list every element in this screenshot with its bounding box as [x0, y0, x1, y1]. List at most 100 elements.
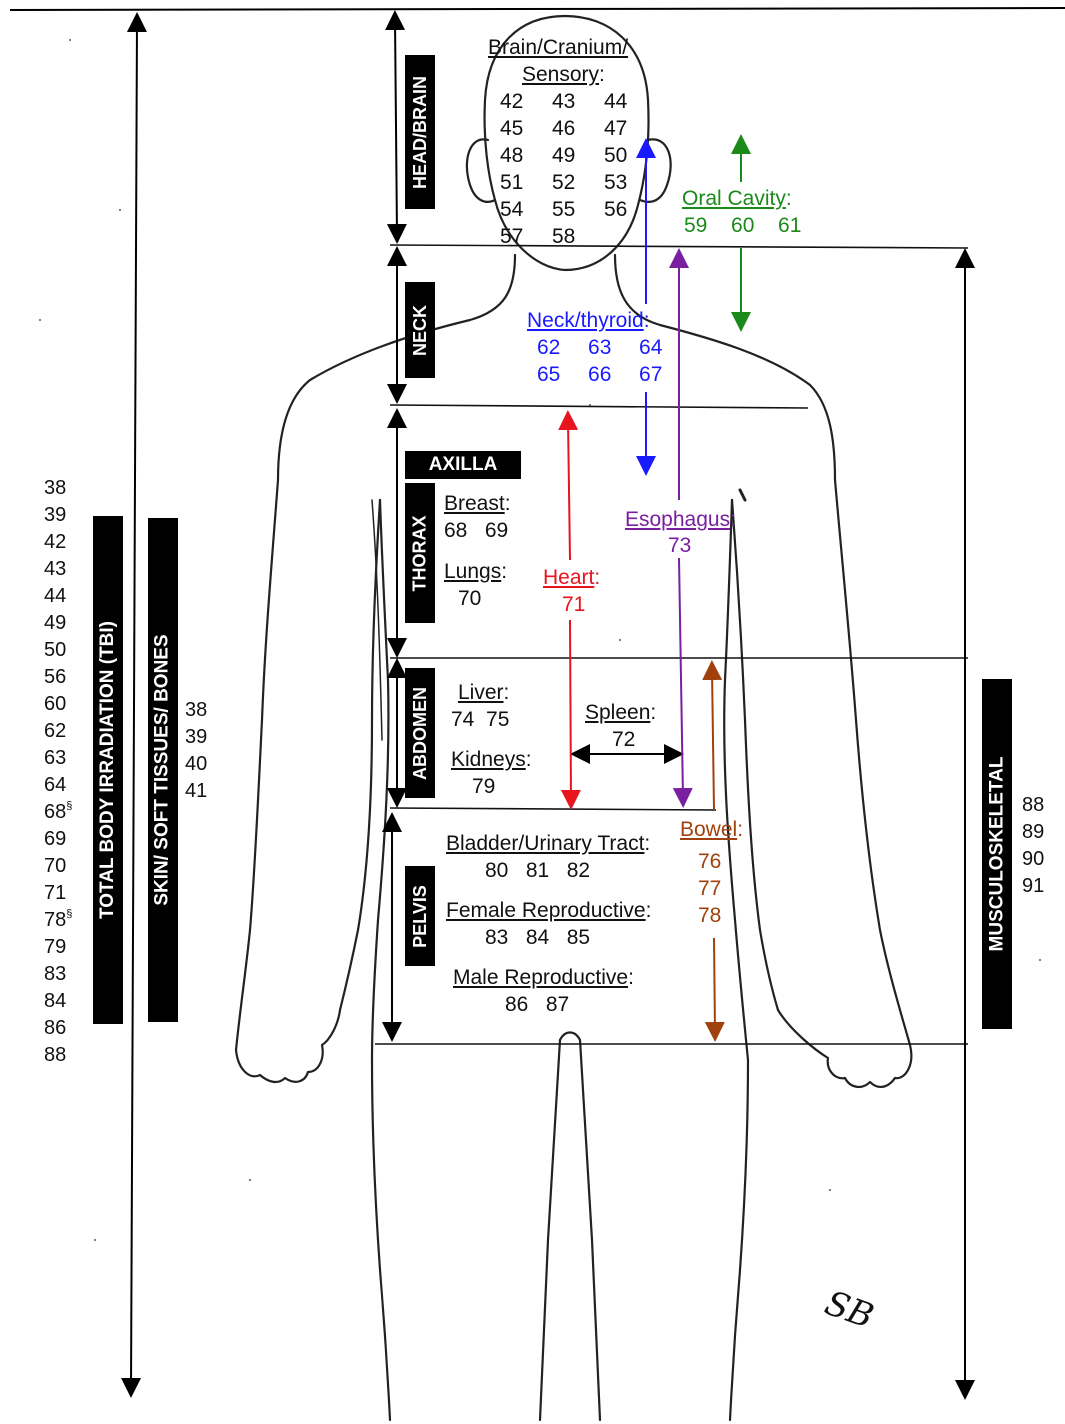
heart-label: Heart: — [543, 566, 601, 589]
kidneys-label: Kidneys: — [451, 748, 532, 771]
tbi-code: 69 — [44, 828, 67, 850]
musculo-code: 89 — [1022, 821, 1045, 843]
tbi-code: 49 — [44, 612, 67, 634]
bowel-label: Bowel: — [680, 818, 744, 841]
oral-cavity-label: Oral Cavity: — [682, 187, 792, 210]
brain-code: 49 — [552, 144, 576, 167]
musculo-code: 90 — [1022, 848, 1045, 870]
bladder-label: Bladder/Urinary Tract: — [446, 832, 651, 855]
head-brain-bar: HEAD/BRAIN — [405, 55, 435, 209]
tbi-code: 86 — [44, 1017, 67, 1039]
brain-code: 57 — [500, 225, 524, 248]
female-reproductive-codes: 83 84 85 — [485, 926, 591, 949]
brain-code: 43 — [552, 90, 576, 113]
tbi-code: 39 — [44, 504, 67, 526]
abdomen-bar: ABDOMEN — [405, 668, 435, 798]
brain-code: 42 — [500, 90, 524, 113]
tbi-code: 63 — [44, 747, 67, 769]
breast-label: Breast: — [444, 492, 511, 515]
liver-codes: 74 75 — [451, 708, 510, 731]
skin-codes: 38 39 40 41 — [185, 697, 207, 805]
musculo-code: 88 — [1022, 794, 1045, 816]
tbi-code: 56 — [44, 666, 67, 688]
region-dividers — [375, 244, 969, 1045]
bowel-codes: 76 77 78 — [698, 848, 721, 929]
lungs-label: Lungs: — [444, 560, 508, 583]
spleen-label: Spleen: — [585, 701, 657, 724]
tbi-code: 62 — [44, 720, 67, 742]
male-reproductive-codes: 86 87 — [505, 993, 570, 1016]
bowel-code: 76 — [698, 850, 722, 873]
heart-codes: 71 — [562, 593, 586, 616]
bladder-codes: 80 81 82 — [485, 859, 591, 882]
tbi-code: 71 — [44, 882, 67, 904]
brain-code: 53 — [604, 171, 628, 194]
oral-cavity-codes: 59 60 61 — [684, 214, 802, 237]
pelvis-bar: PELVIS — [405, 866, 435, 966]
liver-label: Liver: — [458, 681, 510, 704]
top-border-line — [9, 7, 1065, 11]
tbi-code: 64 — [44, 774, 67, 796]
tbi-code: 83 — [44, 963, 67, 985]
tbi-code: 68§ — [44, 800, 73, 823]
lungs-codes: 70 — [458, 587, 482, 610]
neck-thyroid-codes-row1: 62 63 64 — [537, 336, 663, 359]
spleen-codes: 72 — [612, 728, 636, 751]
skin-code: 39 — [185, 726, 208, 748]
organ-arrows — [558, 134, 751, 1042]
tbi-bar: TOTAL BODY IRRADIATION (TBI) — [93, 516, 123, 1024]
skin-bar: SKIN/ SOFT TISSUES/ BONES — [148, 518, 178, 1022]
tbi-code: 43 — [44, 558, 67, 580]
musculoskeletal-bar: MUSCULOSKELETAL — [982, 679, 1012, 1029]
brain-code: 45 — [500, 117, 524, 140]
brain-code: 44 — [604, 90, 628, 113]
brain-code: 55 — [552, 198, 576, 221]
skin-code: 41 — [185, 780, 208, 802]
kidneys-codes: 79 — [472, 775, 496, 798]
neck-thyroid-label: Neck/thyroid: — [527, 309, 650, 332]
tbi-code: 50 — [44, 639, 67, 661]
scan-noise — [39, 39, 1041, 1241]
tbi-code: 78§ — [44, 908, 73, 931]
brain-code: 51 — [500, 171, 524, 194]
region-arrows — [121, 10, 975, 1400]
bowel-code: 77 — [698, 877, 722, 900]
musculoskeletal-codes: 88 89 90 91 — [1022, 792, 1044, 900]
body-silhouette — [234, 14, 913, 1422]
tbi-code: 44 — [44, 585, 67, 607]
brain-code: 47 — [604, 117, 628, 140]
brain-code: 56 — [604, 198, 628, 221]
section-mark: § — [66, 800, 73, 812]
section-mark: § — [66, 908, 73, 920]
brain-label: Brain/Cranium/ — [488, 36, 629, 59]
brain-code: 48 — [500, 144, 524, 167]
brain-code: 52 — [552, 171, 576, 194]
tbi-code: 60 — [44, 693, 67, 715]
tbi-code: 42 — [44, 531, 67, 553]
brain-code: 58 — [552, 225, 576, 248]
male-reproductive-label: Male Reproductive: — [453, 966, 634, 989]
tbi-code: 84 — [44, 990, 67, 1012]
esophagus-label: Esophagus: — [625, 508, 736, 531]
thorax-bar: THORAX — [405, 483, 435, 623]
skin-code: 38 — [185, 699, 208, 721]
tbi-code: 70 — [44, 855, 67, 877]
esophagus-codes: 73 — [668, 534, 692, 557]
brain-code: 46 — [552, 117, 576, 140]
tbi-code: 88 — [44, 1044, 67, 1066]
female-reproductive-label: Female Reproductive: — [446, 899, 652, 922]
neck-bar: NECK — [405, 282, 435, 378]
bowel-code: 78 — [698, 904, 722, 927]
skin-code: 40 — [185, 753, 208, 775]
sensory-label: Sensory: — [522, 63, 605, 86]
neck-thyroid-codes-row2: 65 66 67 — [537, 363, 663, 386]
breast-codes: 68 69 — [444, 519, 509, 542]
axilla-bar: AXILLA — [405, 451, 521, 479]
musculo-code: 91 — [1022, 875, 1045, 897]
tbi-code: 79 — [44, 936, 67, 958]
brain-code: 50 — [604, 144, 628, 167]
